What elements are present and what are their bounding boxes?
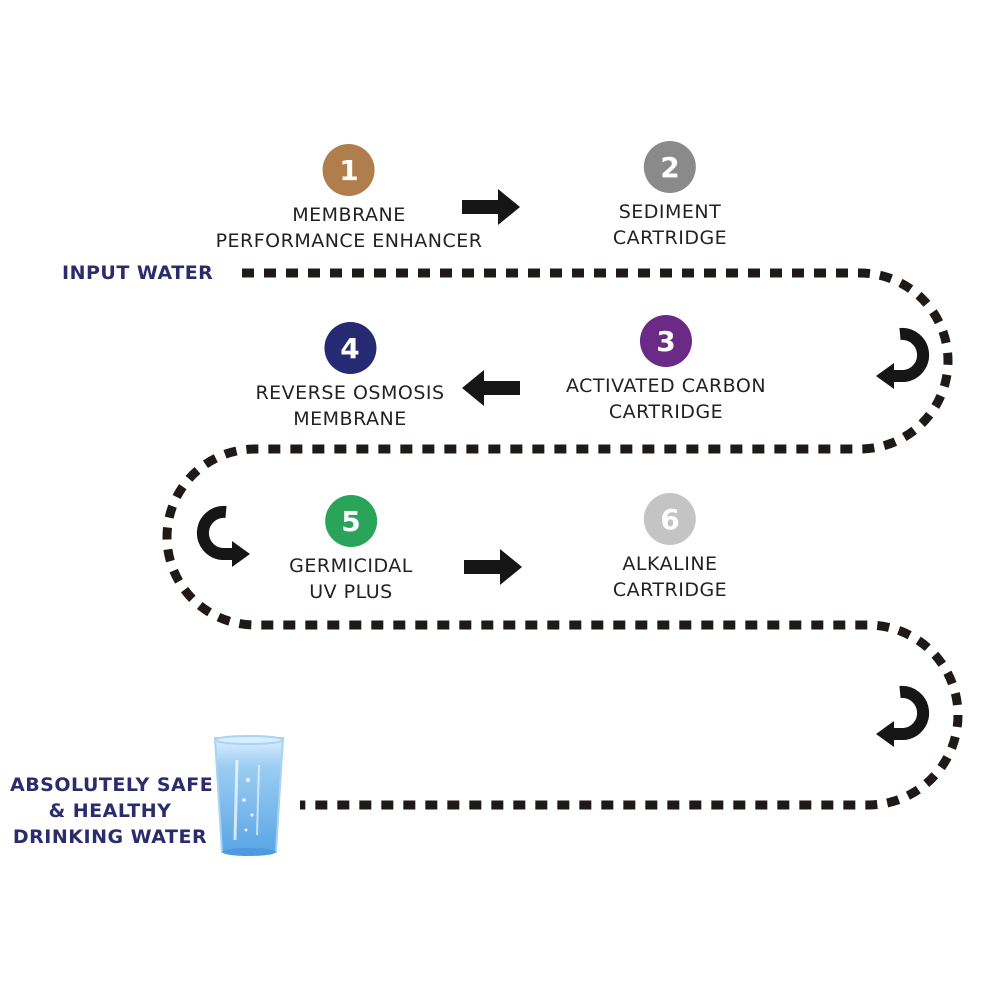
step-4: 4 REVERSE OSMOSIS MEMBRANE — [255, 322, 444, 432]
step-label-line: GERMICIDAL — [289, 555, 413, 577]
input-water-label: INPUT WATER — [62, 262, 213, 284]
step-label: GERMICIDAL UV PLUS — [289, 553, 413, 605]
step-label-line: ACTIVATED CARBON — [565, 375, 767, 397]
dashed-flow-line — [162, 268, 963, 810]
output-label-line: ABSOLUTELY SAFE — [10, 774, 214, 796]
arrow-right-icon — [464, 549, 522, 585]
step-label: ACTIVATED CARBON CARTRIDGE — [566, 373, 766, 425]
step-label-line: ALKALINE — [622, 553, 718, 575]
step-2: 2 SEDIMENT CARTRIDGE — [613, 141, 727, 251]
step-number-badge: 3 — [640, 315, 692, 367]
output-water-label: ABSOLUTELY SAFE & HEALTHY DRINKING WATER — [10, 772, 214, 850]
step-label-line: MEMBRANE — [293, 408, 407, 430]
step-label-line: MEMBRANE — [292, 204, 406, 226]
step-label-line: UV PLUS — [309, 581, 393, 603]
water-glass-icon — [213, 735, 285, 856]
step-number-badge: 6 — [643, 493, 696, 545]
output-label-line: DRINKING WATER — [12, 826, 208, 848]
step-1: 1 MEMBRANE PERFORMANCE ENHANCER — [216, 144, 483, 254]
step-label: SEDIMENT CARTRIDGE — [613, 199, 727, 251]
arrow-left-icon — [462, 370, 520, 406]
step-label-line: REVERSE OSMOSIS — [255, 382, 445, 404]
input-water-text: INPUT WATER — [62, 262, 214, 284]
step-number-badge: 2 — [643, 141, 696, 193]
step-label-line: CARTRIDGE — [608, 401, 724, 423]
step-label-line: CARTRIDGE — [612, 579, 728, 601]
step-number-badge: 4 — [323, 322, 376, 374]
step-label: ALKALINE CARTRIDGE — [613, 551, 727, 603]
step-5: 5 GERMICIDAL UV PLUS — [289, 495, 413, 605]
step-6: 6 ALKALINE CARTRIDGE — [613, 493, 727, 603]
step-number-badge: 1 — [322, 144, 375, 196]
step-label-line: PERFORMANCE ENHANCER — [215, 230, 483, 252]
step-label-line: SEDIMENT — [618, 201, 722, 223]
curved-arrow-icon — [876, 327, 930, 389]
step-3: 3 ACTIVATED CARBON CARTRIDGE — [566, 315, 766, 425]
step-label-line: CARTRIDGE — [612, 227, 728, 249]
step-number-badge: 5 — [325, 495, 377, 547]
curved-arrow-icon — [876, 685, 930, 747]
curved-arrow-icon — [196, 505, 250, 567]
step-label: REVERSE OSMOSIS MEMBRANE — [255, 380, 444, 432]
output-label-line: & HEALTHY — [48, 800, 172, 822]
arrow-right-icon — [462, 189, 520, 225]
step-label: MEMBRANE PERFORMANCE ENHANCER — [216, 202, 483, 254]
